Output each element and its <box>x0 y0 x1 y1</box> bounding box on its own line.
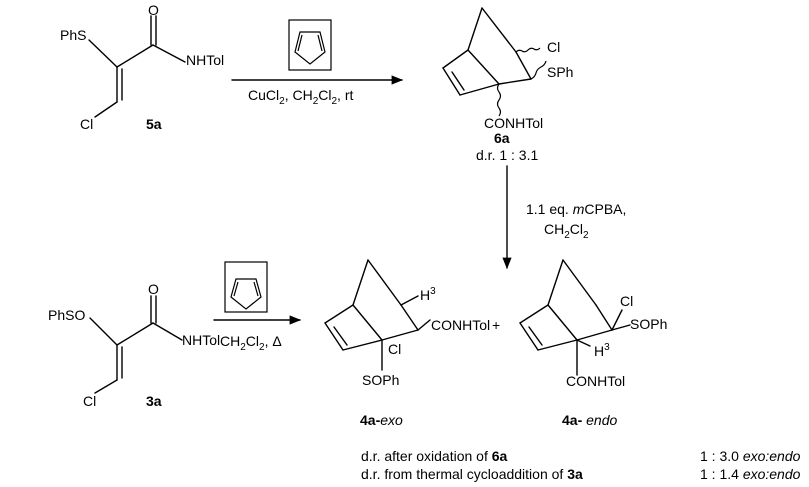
label-o: O <box>148 2 159 18</box>
cyclopentadiene-reagent-bottom <box>224 261 268 313</box>
conditions-oxidation-line2: CH2Cl2 <box>544 221 589 241</box>
reaction-arrow-vertical: 1.1 eq. mCPBA, CH2Cl2 <box>502 165 626 270</box>
label-h3: H3 <box>594 342 610 359</box>
label-cl: Cl <box>388 341 401 357</box>
summary-row-1: d.r. after oxidation of 6a <box>361 448 508 464</box>
reaction-arrow-bottom: CH2Cl2, Δ <box>213 261 302 353</box>
conditions-bottom: CH2Cl2, Δ <box>220 333 282 353</box>
compound-4a-exo: H3 CONHTol + Cl SOPh 4a-exo <box>324 259 500 428</box>
label-phso: PhSO <box>48 307 85 323</box>
label-o: O <box>148 281 159 297</box>
label-nhtol: NHTol <box>182 332 220 348</box>
summary-ratio-2: 1 : 1.4 exo:endo <box>700 466 801 482</box>
diastereomer-ratio-6a: d.r. 1 : 3.1 <box>476 147 538 163</box>
label-cl: Cl <box>80 116 93 132</box>
label-sph: SPh <box>547 64 573 80</box>
compound-id-5a: 5a <box>146 116 162 132</box>
compound-id-4a-exo: 4a-exo <box>360 412 403 428</box>
label-soph: SOPh <box>362 372 399 388</box>
plus-sign: + <box>492 317 500 333</box>
reaction-arrow-top: CuCl2, CH2Cl2, rt <box>231 19 404 107</box>
conditions-top: CuCl2, CH2Cl2, rt <box>248 87 353 107</box>
label-phs: PhS <box>60 27 86 43</box>
cyclopentadiene-reagent-top <box>288 19 332 71</box>
label-cl: Cl <box>83 393 96 409</box>
compound-id-3a: 3a <box>146 393 162 409</box>
compound-5a: PhS O NHTol Cl 5a <box>60 2 224 132</box>
compound-id-6a: 6a <box>494 130 510 146</box>
label-soph: SOPh <box>630 316 667 332</box>
compound-id-4a-endo: 4a- endo <box>562 412 617 428</box>
label-cl: Cl <box>547 39 560 55</box>
label-nhtol: NHTol <box>186 52 224 68</box>
label-h3: H3 <box>420 286 436 303</box>
label-conhtol: CONHTol <box>484 115 543 131</box>
summary-row-2: d.r. from thermal cycloaddition of 3a <box>361 466 583 482</box>
compound-6a: Cl SPh CONHTol 6a d.r. 1 : 3.1 <box>442 7 573 163</box>
summary-ratio-1: 1 : 3.0 exo:endo <box>700 448 801 464</box>
summary-ratios: d.r. after oxidation of 6a 1 : 3.0 exo:e… <box>361 448 801 482</box>
conditions-oxidation-line1: 1.1 eq. mCPBA, <box>526 201 626 217</box>
label-conhtol: CONHTol <box>431 317 490 333</box>
compound-4a-endo: Cl SOPh H3 CONHTol 4a- endo <box>519 259 667 428</box>
label-conhtol: CONHTol <box>566 373 625 389</box>
compound-3a: PhSO O NHTol Cl 3a <box>48 281 220 409</box>
label-cl: Cl <box>620 293 633 309</box>
